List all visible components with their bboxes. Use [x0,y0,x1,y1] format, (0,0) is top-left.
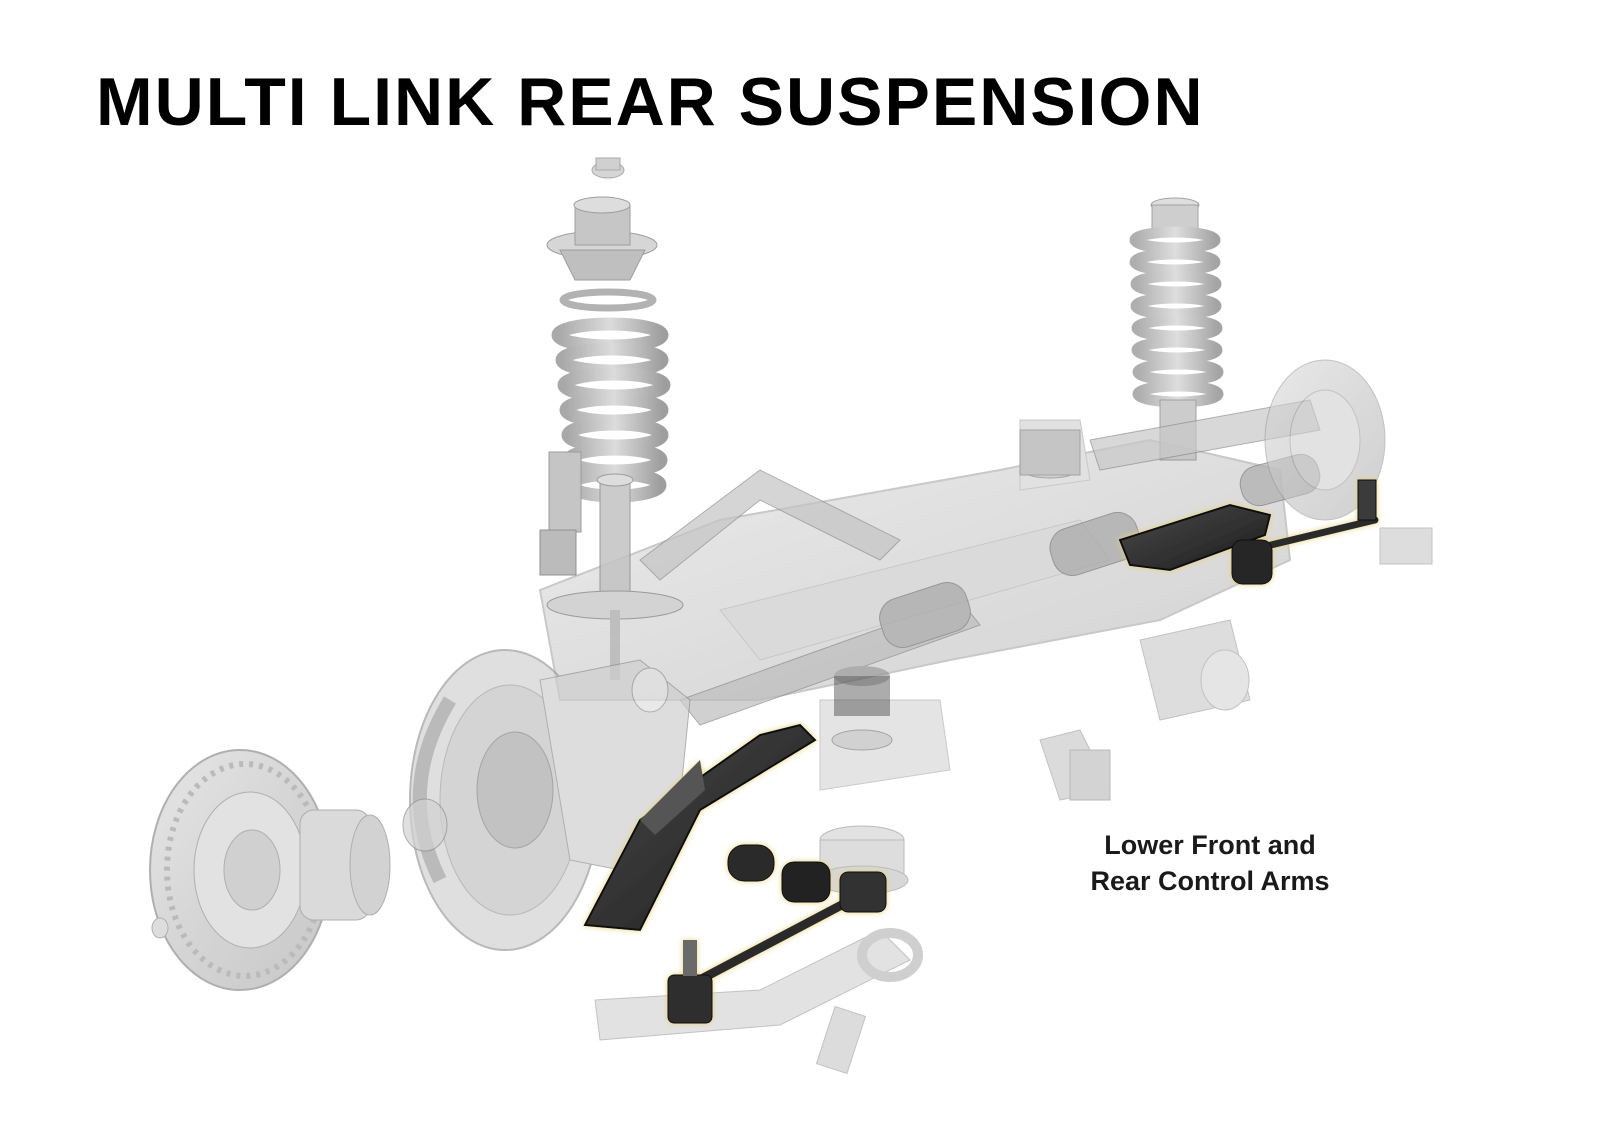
lower-rear-control-arm [667,844,887,1024]
lower-front-control-arm [583,723,817,932]
left-brake-rotor [149,749,448,991]
right-lower-control-arm [1118,479,1379,585]
upper-links [639,399,1321,751]
callout-label: Lower Front and Rear Control Arms [1060,828,1360,899]
callout-line-2: Rear Control Arms [1090,865,1330,896]
callout-line-1: Lower Front and [1104,830,1316,860]
suspension-diagram [149,157,1433,1075]
page-title: MULTI LINK REAR SUSPENSION [96,64,1205,140]
right-hub-assembly [1039,359,1433,801]
left-strut-assembly [539,157,684,680]
